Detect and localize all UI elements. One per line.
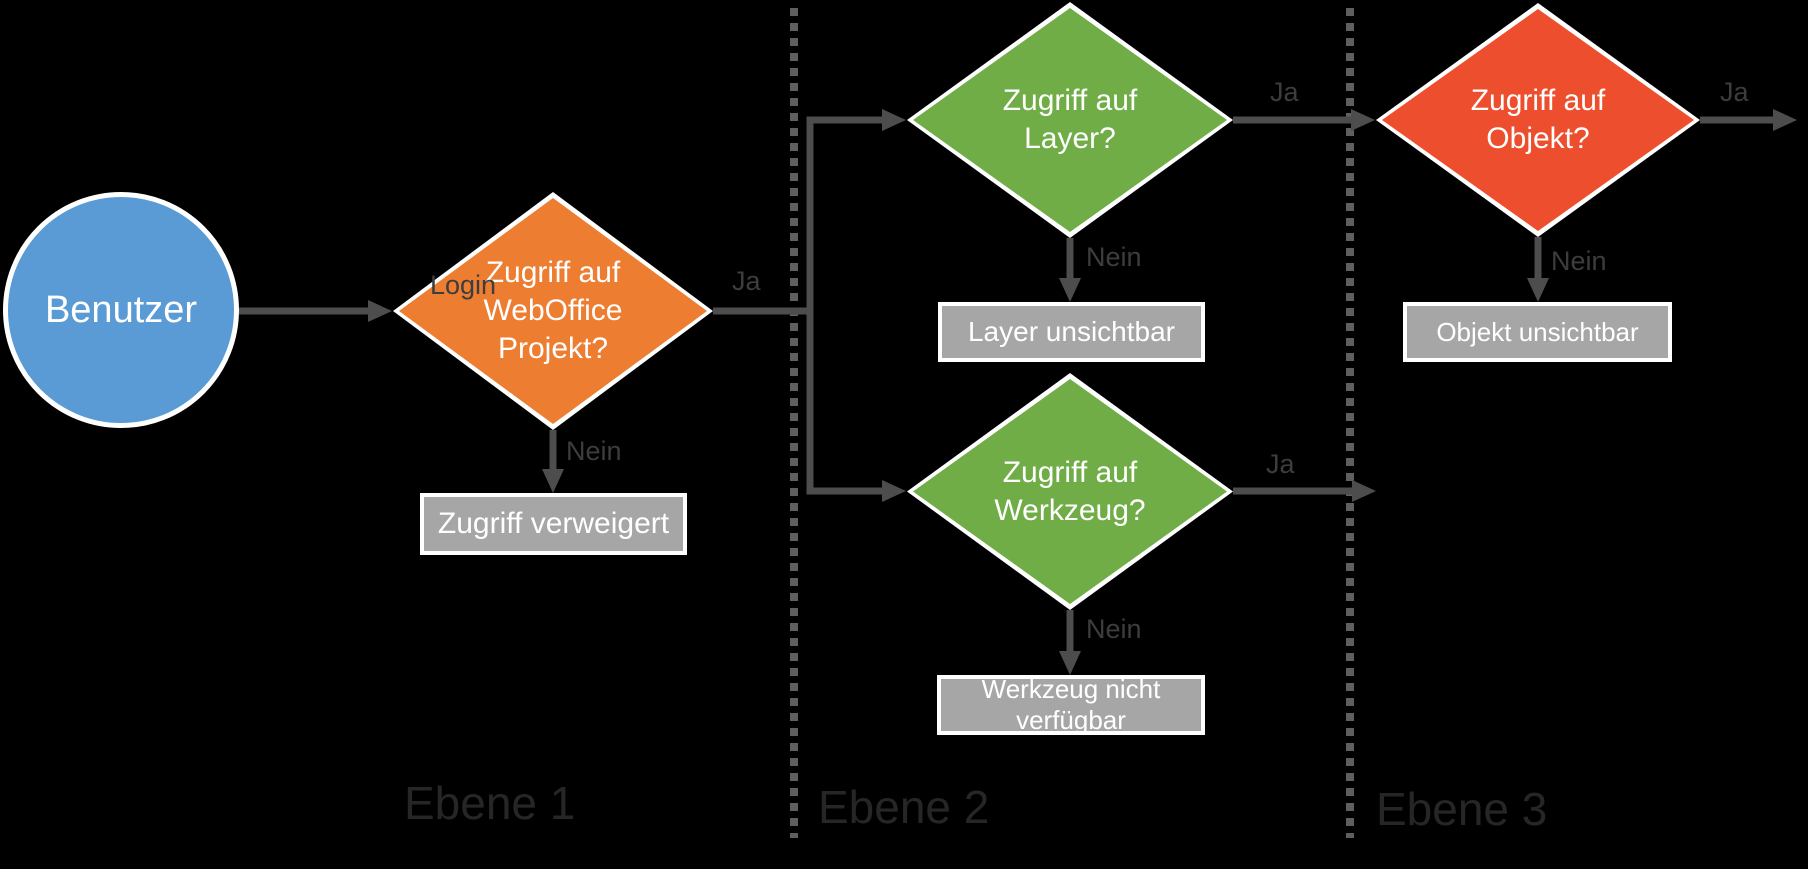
node-project-decision-label: Zugriff auf WebOffice Projekt?	[483, 256, 623, 365]
arrowhead-layer-yes	[1351, 109, 1375, 131]
arrowhead-login	[368, 300, 392, 322]
edge-layer-yes-label: Ja	[1270, 77, 1299, 107]
arrowhead-to-tool	[882, 480, 906, 502]
edge-project-no-label: Nein	[566, 436, 622, 466]
node-tool-unavailable: Werkzeug nicht verfügbar	[937, 674, 1205, 735]
lane-label-ebene-3: Ebene 3	[1376, 783, 1548, 835]
arrowhead-to-layer	[882, 109, 906, 131]
arrowhead-object-yes	[1773, 109, 1797, 131]
node-tool-decision-label: Zugriff auf Werkzeug?	[994, 455, 1146, 527]
node-object-decision: Zugriff auf Objekt?	[1376, 3, 1700, 237]
node-object-decision-label: Zugriff auf Objekt?	[1470, 84, 1606, 155]
node-layer-decision: Zugriff auf Layer?	[907, 2, 1233, 238]
arrowhead-tool-no	[1059, 651, 1081, 675]
node-access-denied: Zugriff verweigert	[420, 493, 687, 555]
node-layer-hidden: Layer unsichtbar	[938, 302, 1205, 362]
node-layer-decision-label: Zugriff auf Layer?	[1002, 84, 1138, 155]
edge-project-yes-label: Ja	[732, 266, 761, 296]
node-benutzer: Benutzer	[3, 192, 239, 428]
edge-object-yes-label: Ja	[1720, 77, 1749, 107]
node-tool-unavailable-label: Werkzeug nicht verfügbar	[981, 674, 1161, 735]
arrowhead-object-no	[1527, 278, 1549, 302]
node-access-denied-label: Zugriff verweigert	[437, 507, 670, 540]
edge-object-no-label: Nein	[1551, 246, 1607, 276]
arrowhead-tool-yes	[1352, 480, 1376, 502]
node-benutzer-label: Benutzer	[44, 288, 198, 331]
edge-layer-no-label: Nein	[1086, 242, 1142, 272]
edge-tool-yes-label: Ja	[1266, 449, 1295, 479]
node-project-decision: Zugriff auf WebOffice Projekt?	[393, 192, 713, 430]
lane-label-ebene-2: Ebene 2	[818, 781, 990, 833]
node-object-hidden: Objekt unsichtbar	[1403, 302, 1672, 362]
edge-login-label: Login	[430, 270, 497, 300]
lane-label-ebene-1: Ebene 1	[404, 777, 576, 829]
node-layer-hidden-label: Layer unsichtbar	[967, 316, 1175, 347]
edge-tool-no-label: Nein	[1086, 614, 1142, 644]
node-object-hidden-label: Objekt unsichtbar	[1436, 316, 1639, 347]
arrowhead-layer-no	[1059, 278, 1081, 302]
arrowhead-project-no	[542, 469, 564, 493]
node-tool-decision: Zugriff auf Werkzeug?	[907, 373, 1233, 610]
